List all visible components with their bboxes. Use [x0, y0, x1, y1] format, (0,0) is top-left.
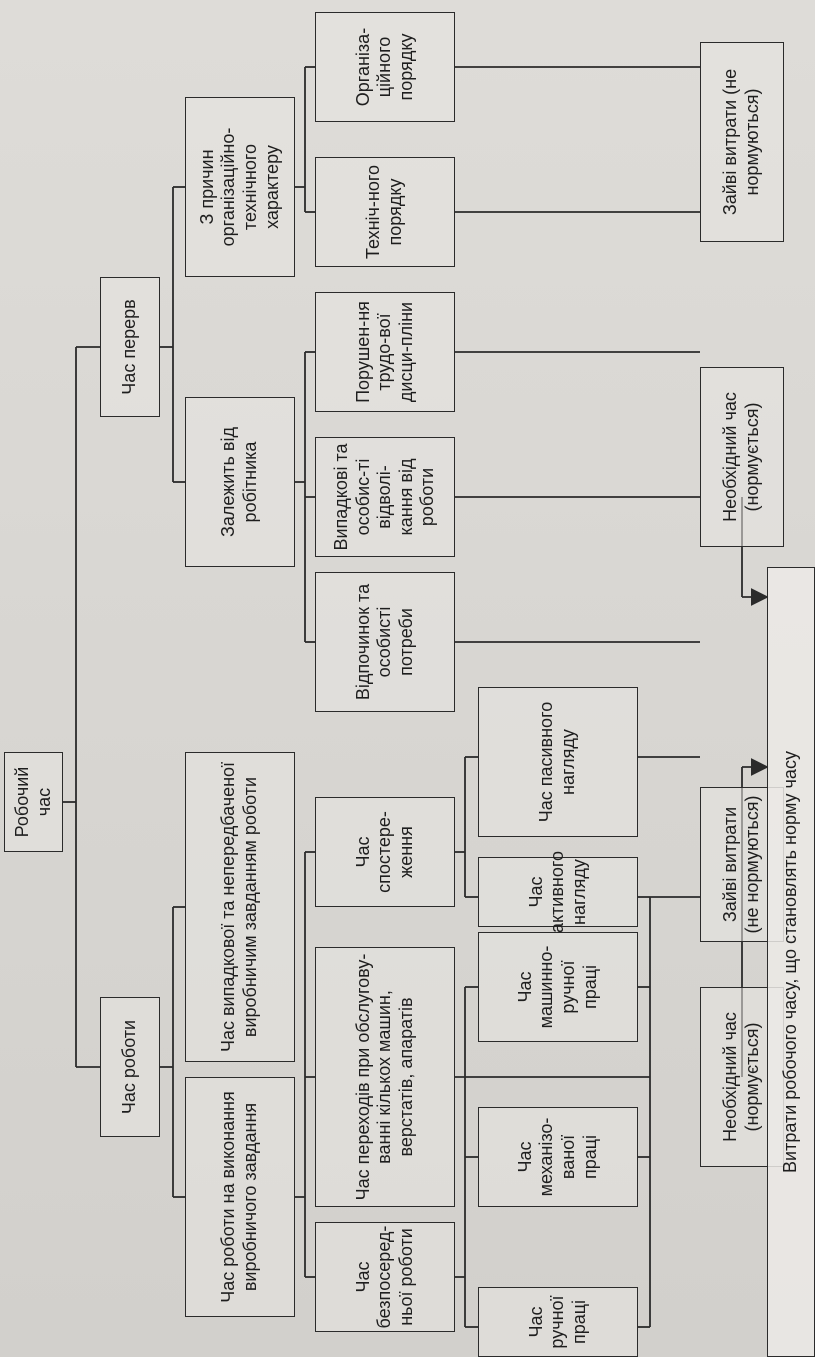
manual-labor-label: Час ручної праці [525, 1295, 589, 1349]
organizational-order-label: Організа-ційного порядку [352, 27, 416, 107]
break-time-label: Час перерв [119, 299, 140, 395]
discipline-violations-label: Порушен-ня трудо-вої дисци-пліни [352, 301, 416, 403]
excess-costs-2-label: Зайві витрати (не нормуються) [720, 68, 762, 216]
node-task-time: Час роботи на виконання виробничого завд… [185, 1077, 295, 1317]
node-observation: Час спостере-ження [315, 797, 455, 907]
unforeseen-work-label: Час випадкової та непередбаченої виробни… [218, 761, 260, 1053]
passive-supervision-label: Час пасивного нагляду [536, 701, 578, 823]
node-technical-order: Техніч-ного порядку [315, 157, 455, 267]
node-orgtech-reasons: З причин організаційно-технічного характ… [185, 97, 295, 277]
node-active-supervision: Час активного нагляду [478, 851, 638, 933]
technical-order-label: Техніч-ного порядку [363, 164, 405, 260]
work-time-label: Час роботи [119, 1019, 140, 1115]
node-transitions: Час переходів при обслугову-ванні кілько… [315, 947, 455, 1207]
node-machine-manual-labor: Час машинно-ручної праці [478, 932, 638, 1042]
node-rest-needs: Відпочинок та особисті потреби [315, 572, 455, 712]
direct-work-label: Час безпосеред-ньої роботи [352, 1225, 416, 1329]
node-necessary-time-2: Необхідний час (нормується) [700, 367, 784, 547]
node-organizational-order: Організа-ційного порядку [315, 12, 455, 122]
transitions-label: Час переходів при обслугову-ванні кілько… [352, 953, 416, 1201]
root-label: Робочий час [11, 766, 54, 838]
node-work-time: Час роботи [100, 997, 160, 1137]
machine-manual-labor-label: Час машинно-ручної праці [514, 945, 600, 1029]
node-mechanized-labor: Час механізо-ваної праці [478, 1107, 638, 1207]
task-time-label: Час роботи на виконання виробничого завд… [218, 1091, 260, 1303]
node-personal-leave: Випадкові та особис-ті відволі-кання від… [315, 437, 455, 557]
observation-label: Час спостере-ження [352, 811, 416, 893]
necessary-time-2-label: Необхідний час (нормується) [720, 392, 762, 522]
node-unforeseen-work: Час випадкової та непередбаченої виробни… [185, 752, 295, 1062]
rest-needs-label: Відпочинок та особисті потреби [352, 583, 416, 701]
worker-dependent-label: Залежить від робітника [218, 427, 260, 537]
orgtech-reasons-label: З причин організаційно-технічного характ… [196, 127, 282, 247]
personal-leave-label: Випадкові та особис-ті відволі-кання від… [331, 443, 438, 551]
node-passive-supervision: Час пасивного нагляду [478, 687, 638, 837]
node-excess-costs-2: Зайві витрати (не нормуються) [700, 42, 784, 242]
necessary-time-1-label: Необхідний час (нормується) [720, 1012, 762, 1142]
mechanized-labor-label: Час механізо-ваної праці [514, 1117, 600, 1197]
node-discipline-violations: Порушен-ня трудо-вої дисци-пліни [315, 292, 455, 412]
root-working-time: Робочий час [4, 752, 63, 852]
node-direct-work: Час безпосеред-ньої роботи [315, 1222, 455, 1332]
active-supervision-label: Час активного нагляду [525, 850, 589, 934]
node-manual-labor: Час ручної праці [478, 1287, 638, 1357]
node-worker-dependent: Залежить від робітника [185, 397, 295, 567]
norm-time-label: Витрати робочого часу, що становлять нор… [780, 751, 801, 1173]
node-norm-time: Витрати робочого часу, що становлять нор… [767, 567, 815, 1357]
node-break-time: Час перерв [100, 277, 160, 417]
excess-costs-1-label: Зайві витрати (не нормуються) [720, 795, 762, 934]
